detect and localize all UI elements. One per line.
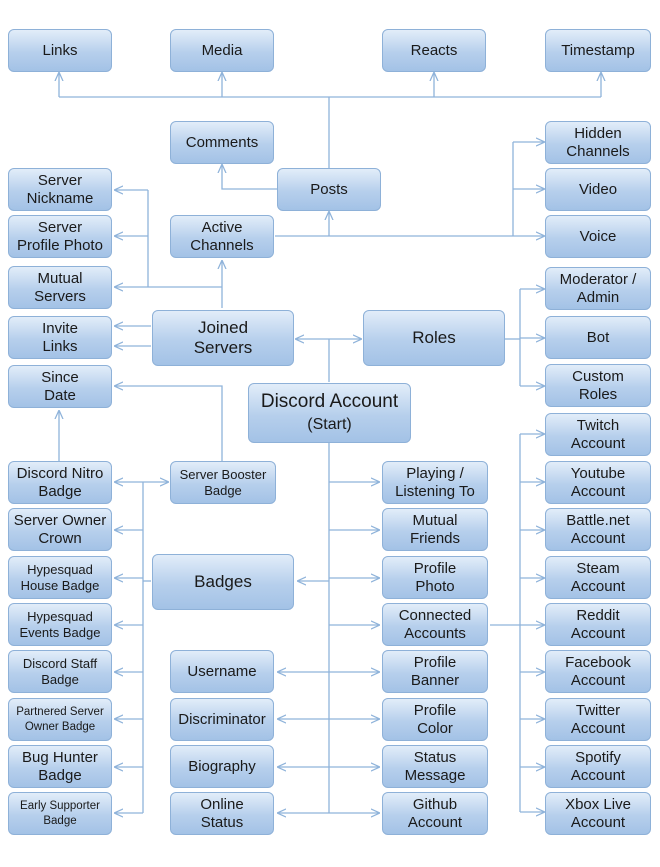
node-since-date: Since Date bbox=[8, 365, 112, 408]
node-steam-account: Steam Account bbox=[545, 556, 651, 599]
node-xbox-live-account: Xbox Live Account bbox=[545, 792, 651, 835]
node-hypesquad-events-badge: Hypesquad Events Badge bbox=[8, 603, 112, 646]
node-server-profile-photo: Server Profile Photo bbox=[8, 215, 112, 258]
node-server-booster-badge: Server Booster Badge bbox=[170, 461, 276, 504]
node-invite-links: Invite Links bbox=[8, 316, 112, 359]
node-playing-listening: Playing / Listening To bbox=[382, 461, 488, 504]
node-discord-account: Discord Account (Start) bbox=[248, 383, 411, 443]
node-twitter-account: Twitter Account bbox=[545, 698, 651, 741]
node-server-owner-crown: Server Owner Crown bbox=[8, 508, 112, 551]
node-bot: Bot bbox=[545, 316, 651, 359]
node-custom-roles: Custom Roles bbox=[545, 364, 651, 407]
node-comments: Comments bbox=[170, 121, 274, 164]
node-badges: Badges bbox=[152, 554, 294, 610]
node-reacts: Reacts bbox=[382, 29, 486, 72]
node-early-supporter-badge: Early Supporter Badge bbox=[8, 792, 112, 835]
node-hidden-channels: Hidden Channels bbox=[545, 121, 651, 164]
node-discriminator: Discriminator bbox=[170, 698, 274, 741]
node-github-account: Github Account bbox=[382, 792, 488, 835]
node-profile-banner: Profile Banner bbox=[382, 650, 488, 693]
node-twitch-account: Twitch Account bbox=[545, 413, 651, 456]
node-reddit-account: Reddit Account bbox=[545, 603, 651, 646]
node-voice: Voice bbox=[545, 215, 651, 258]
node-mutual-servers: Mutual Servers bbox=[8, 266, 112, 309]
node-mutual-friends: Mutual Friends bbox=[382, 508, 488, 551]
arrow-booster-to-since-date bbox=[115, 386, 223, 461]
node-profile-color: Profile Color bbox=[382, 698, 488, 741]
node-facebook-account: Facebook Account bbox=[545, 650, 651, 693]
node-bug-hunter-badge: Bug Hunter Badge bbox=[8, 745, 112, 788]
node-battlenet-account: Battle.net Account bbox=[545, 508, 651, 551]
discord-account-title: Discord Account bbox=[260, 391, 399, 412]
node-roles: Roles bbox=[363, 310, 505, 366]
node-hypesquad-house-badge: Hypesquad House Badge bbox=[8, 556, 112, 599]
node-connected-accounts: Connected Accounts bbox=[382, 603, 488, 646]
node-discord-staff-badge: Discord Staff Badge bbox=[8, 650, 112, 693]
node-server-nickname: Server Nickname bbox=[8, 168, 112, 211]
node-spotify-account: Spotify Account bbox=[545, 745, 651, 788]
node-timestamp: Timestamp bbox=[545, 29, 651, 72]
node-media: Media bbox=[170, 29, 274, 72]
node-joined-servers: Joined Servers bbox=[152, 310, 294, 366]
node-username: Username bbox=[170, 650, 274, 693]
node-partnered-server-owner-badge: Partnered Server Owner Badge bbox=[8, 698, 112, 741]
node-links: Links bbox=[8, 29, 112, 72]
node-posts: Posts bbox=[277, 168, 381, 211]
arrow-to-comments bbox=[222, 165, 277, 190]
node-profile-photo: Profile Photo bbox=[382, 556, 488, 599]
node-moderator-admin: Moderator / Admin bbox=[545, 267, 651, 310]
node-active-channels: Active Channels bbox=[170, 215, 274, 258]
node-status-message: Status Message bbox=[382, 745, 488, 788]
node-discord-nitro-badge: Discord Nitro Badge bbox=[8, 461, 112, 504]
node-biography: Biography bbox=[170, 745, 274, 788]
discord-account-subtitle: (Start) bbox=[307, 416, 352, 433]
node-online-status: Online Status bbox=[170, 792, 274, 835]
node-youtube-account: Youtube Account bbox=[545, 461, 651, 504]
node-video: Video bbox=[545, 168, 651, 211]
